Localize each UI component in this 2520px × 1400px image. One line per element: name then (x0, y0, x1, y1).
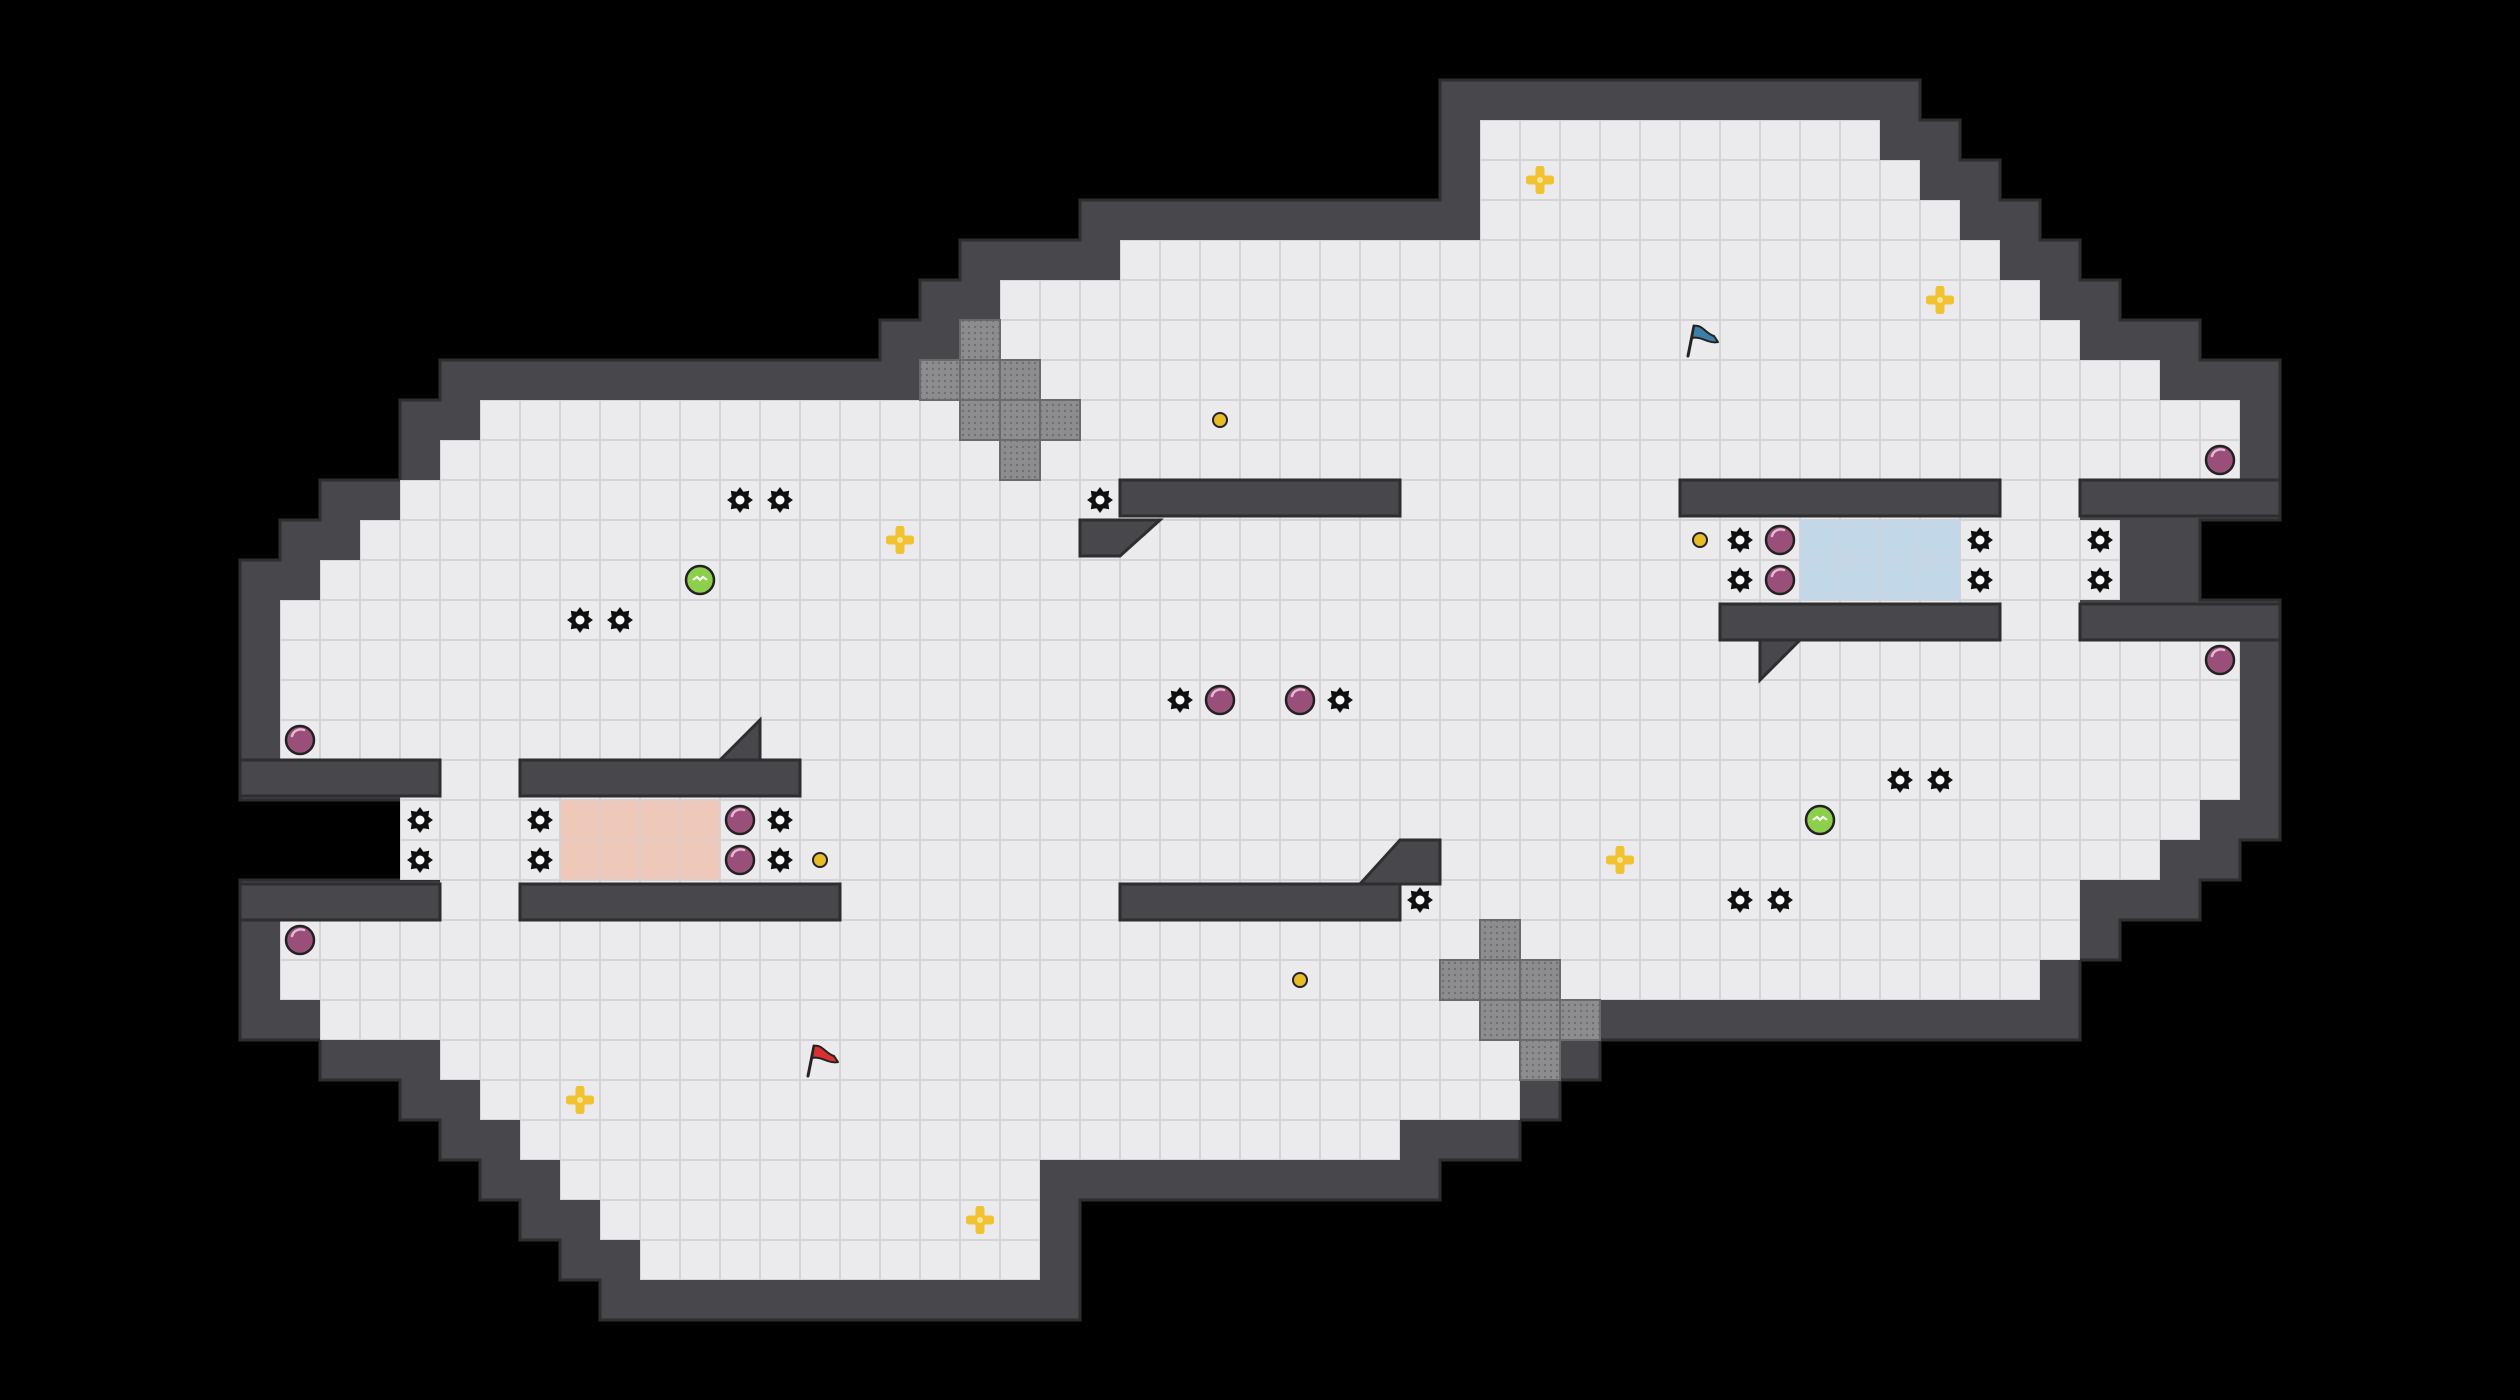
blue-flag-icon (1686, 324, 1719, 358)
mesh-cluster-top (919, 319, 1081, 481)
mine-icon (1767, 887, 1793, 913)
wall-right-edge-upper (2078, 478, 2282, 518)
mesh-block (959, 399, 1001, 441)
plus-pickup-icon (966, 1206, 994, 1234)
mine-icon (1887, 767, 1913, 793)
plus-pickup-icon (1526, 166, 1554, 194)
purple-orb-icon (724, 844, 756, 876)
wall-center-upper (1118, 478, 1402, 518)
mesh-block (959, 319, 1001, 361)
mesh-block (999, 359, 1041, 401)
mine-icon (1727, 567, 1753, 593)
purple-orb-icon (284, 724, 316, 756)
mine-icon (1167, 687, 1193, 713)
plus-pickup-icon (566, 1086, 594, 1114)
mine-icon (767, 487, 793, 513)
mine-icon (407, 807, 433, 833)
plus-pickup-icon (886, 526, 914, 554)
mine-icon (527, 847, 553, 873)
mesh-block (1479, 999, 1521, 1041)
coin-icon (1292, 972, 1308, 988)
mine-icon (1407, 887, 1433, 913)
mine-icon (527, 807, 553, 833)
mine-icon (727, 487, 753, 513)
wall-right-lower-ramp (1758, 638, 1804, 684)
wall-center-upper-ramp (1078, 518, 1164, 558)
mine-icon (1327, 687, 1353, 713)
mesh-block (1479, 959, 1521, 1001)
wall-right-lower (1718, 602, 2002, 642)
mine-icon (1967, 527, 1993, 553)
mine-icon (1727, 527, 1753, 553)
mesh-block (1519, 959, 1561, 1001)
mesh-block (919, 359, 961, 401)
wall-left-lower (518, 882, 842, 922)
mine-icon (2087, 567, 2113, 593)
wall-left-upper (518, 758, 802, 798)
purple-orb-icon (2204, 444, 2236, 476)
mesh-block (999, 399, 1041, 441)
wall-left-upper-ramp (716, 716, 762, 762)
blue-team-zone-grid (1800, 520, 1960, 600)
mine-icon (1927, 767, 1953, 793)
plus-pickup-icon (1926, 286, 1954, 314)
mine-icon (1727, 887, 1753, 913)
mesh-block (999, 439, 1041, 481)
wall-center-lower-ramp (1356, 838, 1442, 886)
mine-icon (2087, 527, 2113, 553)
entity-layer (284, 166, 2236, 1234)
mine-icon (1967, 567, 1993, 593)
purple-orb-icon (1764, 564, 1796, 596)
floor-grid (280, 120, 2240, 1280)
green-orb-icon (684, 564, 716, 596)
mesh-cluster-bottom (1439, 919, 1601, 1081)
mesh-block (1559, 999, 1601, 1041)
coin-icon (1212, 412, 1228, 428)
purple-orb-icon (1284, 684, 1316, 716)
purple-orb-icon (1764, 524, 1796, 556)
wall-right-edge-lower (2078, 602, 2282, 642)
purple-orb-icon (724, 804, 756, 836)
wall-right-upper (1678, 478, 2002, 518)
green-orb-icon (1804, 804, 1836, 836)
coin-icon (1692, 532, 1708, 548)
mine-icon (407, 847, 433, 873)
mine-icon (567, 607, 593, 633)
wall-center-lower (1118, 882, 1402, 922)
mine-icon (767, 847, 793, 873)
purple-orb-icon (2204, 644, 2236, 676)
mine-icon (767, 807, 793, 833)
mine-icon (607, 607, 633, 633)
mesh-block (1039, 399, 1081, 441)
mesh-block (959, 359, 1001, 401)
purple-orb-icon (284, 924, 316, 956)
purple-orb-icon (1204, 684, 1236, 716)
mesh-block (1479, 919, 1521, 961)
mine-icon (1087, 487, 1113, 513)
red-flag-icon (806, 1044, 839, 1078)
mesh-block (1519, 999, 1561, 1041)
plus-pickup-icon (1606, 846, 1634, 874)
coin-icon (812, 852, 828, 868)
interior-walls (238, 478, 2282, 922)
mesh-block (1519, 1039, 1561, 1081)
wall-left-edge-upper (238, 758, 442, 798)
red-team-zone-grid (560, 800, 720, 880)
mesh-block (1439, 959, 1481, 1001)
wall-left-edge-lower (238, 882, 442, 922)
